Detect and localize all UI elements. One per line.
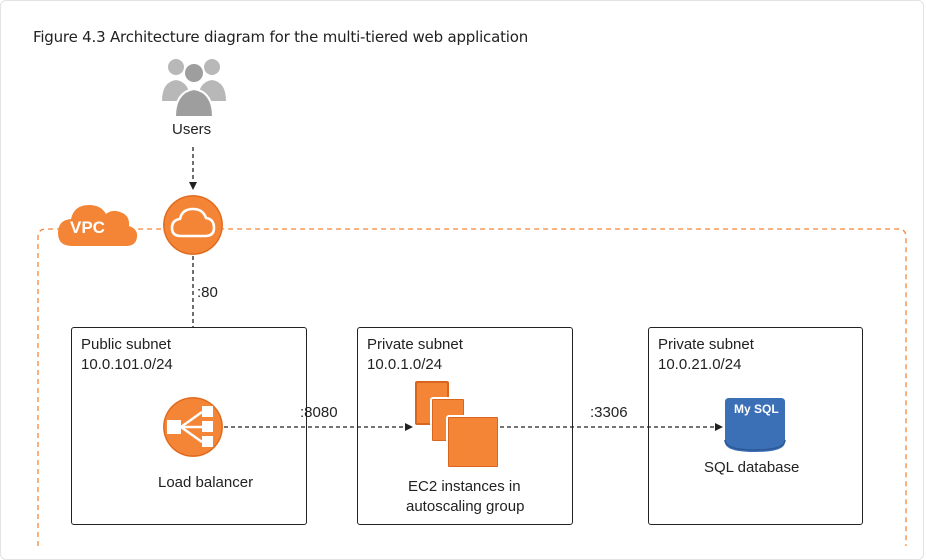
ec2-instances-icon [415,381,500,469]
users-label: Users [172,121,212,138]
users-icon [162,59,226,118]
ec2-label-line1: EC2 instances in [408,478,521,495]
load-balancer-icon [163,397,223,457]
diagram-icons [163,381,786,469]
subnet-name: Private subnet [658,336,754,353]
load-balancer-label: Load balancer [158,474,254,491]
mysql-database-icon [724,398,786,452]
port-8080-label: :8080 [300,404,338,421]
mysql-badge-text: My SQL [734,402,779,416]
sql-database-label: SQL database [704,459,800,476]
subnet-name: Private subnet [367,336,463,353]
subnet-cidr: 10.0.1.0/24 [367,356,443,373]
vpc-cloud-icon [58,205,138,246]
diagram-canvas [37,59,907,546]
internet-gateway-icon [163,195,223,255]
port-80-label: :80 [197,284,218,301]
ec2-label-line2: autoscaling group [406,498,525,515]
vpc-boundary [37,228,907,546]
port-3306-label: :3306 [590,404,628,421]
subnet-name: Public subnet [81,336,172,353]
subnet-cidr: 10.0.101.0/24 [81,356,173,373]
vpc-label: VPC [70,218,105,237]
public-subnet-box: Public subnet 10.0.101.0/24 [71,327,307,525]
figure-caption: Figure 4.3 Architecture diagram for the … [33,28,529,46]
subnet-cidr: 10.0.21.0/24 [658,356,742,373]
